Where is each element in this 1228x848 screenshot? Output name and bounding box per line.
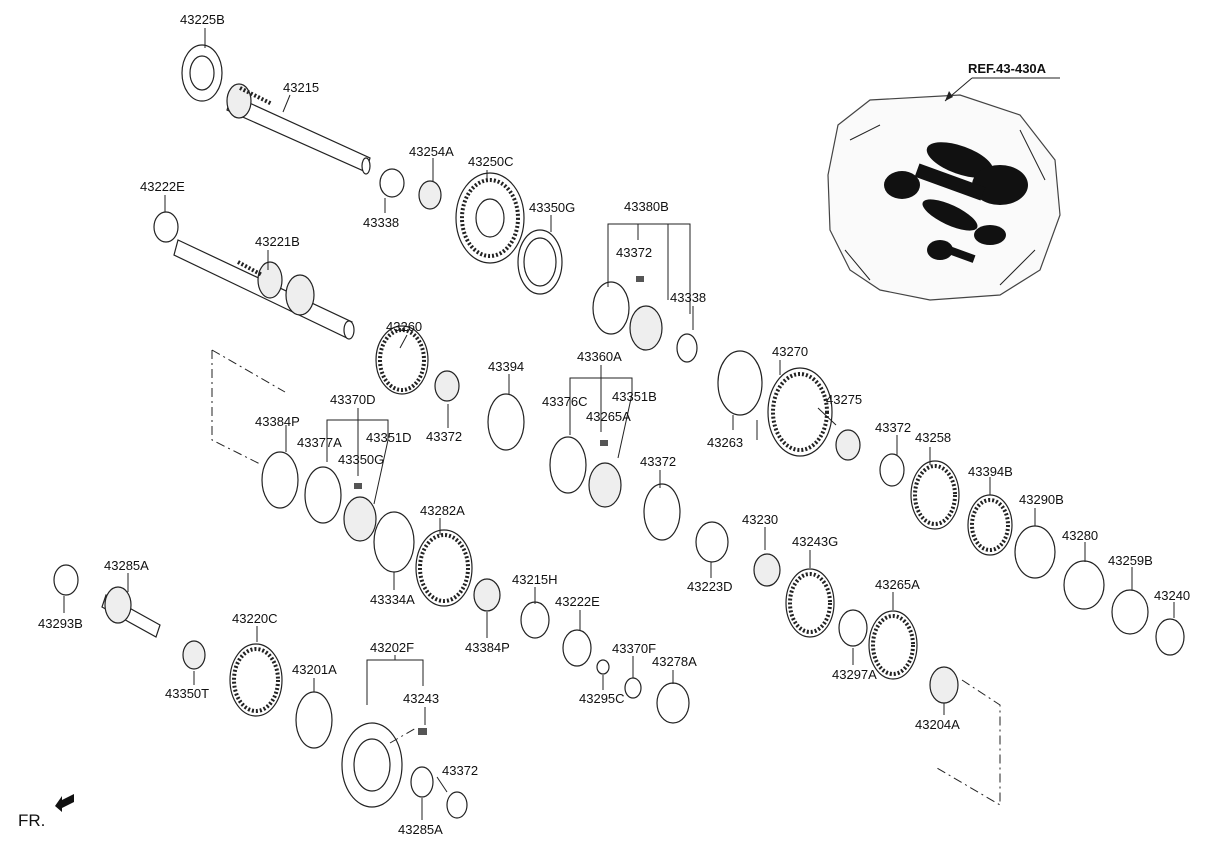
part-label: 43350T <box>165 686 209 701</box>
reference-callout: REF.43-430A <box>968 61 1060 79</box>
part-label: 43372 <box>426 429 462 444</box>
part-label: 43230 <box>742 512 778 527</box>
part-label: 43265A <box>586 409 631 424</box>
part-label: 43259B <box>1108 553 1153 568</box>
reverse-shaft <box>101 586 161 638</box>
part-label: 43370D <box>330 392 376 407</box>
part-label: 43285A <box>104 558 149 573</box>
part-label: 43258 <box>915 430 951 445</box>
direction-label: FR. <box>18 811 45 830</box>
part-label: 43243 <box>403 691 439 706</box>
part-label: 43370F <box>612 641 656 656</box>
part-label: 43351B <box>612 389 657 404</box>
part-label: 43334A <box>370 592 415 607</box>
part-label: 43351D <box>366 430 412 445</box>
part-label: 43372 <box>875 420 911 435</box>
part-label: 43204A <box>915 717 960 732</box>
part-label: 43222E <box>555 594 600 609</box>
transmission-housing-illustration <box>827 77 1061 301</box>
part-label: 43202F <box>370 640 414 655</box>
part-label: 43263 <box>707 435 743 450</box>
part-label: 43295C <box>579 691 625 706</box>
reference-label: REF.43-430A <box>968 61 1047 76</box>
part-label: 43350G <box>338 452 384 467</box>
part-label: 43221B <box>255 234 300 249</box>
part-label: 43243G <box>792 534 838 549</box>
part-label: 43384P <box>255 414 300 429</box>
part-label: 43394 <box>488 359 524 374</box>
part-label: 43223D <box>687 579 733 594</box>
part-label: 43384P <box>465 640 510 655</box>
part-label: 43201A <box>292 662 337 677</box>
part-label: 43270 <box>772 344 808 359</box>
part-label: 43338 <box>363 215 399 230</box>
part-label: 43220C <box>232 611 278 626</box>
part-label: 43215H <box>512 572 558 587</box>
part-label: 43260 <box>386 319 422 334</box>
front-direction-indicator: FR. <box>18 794 74 830</box>
part-label: 43280 <box>1062 528 1098 543</box>
part-label: 43350G <box>529 200 575 215</box>
part-label: 43376C <box>542 394 588 409</box>
part-label: 43225B <box>180 12 225 27</box>
alignment-lines <box>211 349 1001 806</box>
part-label: 43222E <box>140 179 185 194</box>
output-shaft <box>173 239 355 340</box>
part-label: 43293B <box>38 616 83 631</box>
part-label: 43278A <box>652 654 697 669</box>
part-label: 43285A <box>398 822 443 837</box>
part-label: 43282A <box>420 503 465 518</box>
part-label: 43372 <box>616 245 652 260</box>
part-label: 43215 <box>283 80 319 95</box>
part-label: 43360A <box>577 349 622 364</box>
part-label: 43372 <box>640 454 676 469</box>
part-label: 43380B <box>624 199 669 214</box>
part-label: 43240 <box>1154 588 1190 603</box>
part-label: 43372 <box>442 763 478 778</box>
part-label: 43290B <box>1019 492 1064 507</box>
part-label: 43394B <box>968 464 1013 479</box>
part-label: 43338 <box>670 290 706 305</box>
main-input-shaft <box>226 83 371 175</box>
front-arrow-icon <box>55 794 74 812</box>
leader-lines <box>63 28 1175 820</box>
part-labels: 43225B 43215 43254A 43250C 43222E 43338 … <box>38 12 1190 837</box>
part-label: 43275 <box>826 392 862 407</box>
part-label: 43265A <box>875 577 920 592</box>
part-label: 43250C <box>468 154 514 169</box>
part-label: 43377A <box>297 435 342 450</box>
gear-and-bearing-parts <box>53 44 1185 819</box>
part-label: 43297A <box>832 667 877 682</box>
part-label: 43254A <box>409 144 454 159</box>
